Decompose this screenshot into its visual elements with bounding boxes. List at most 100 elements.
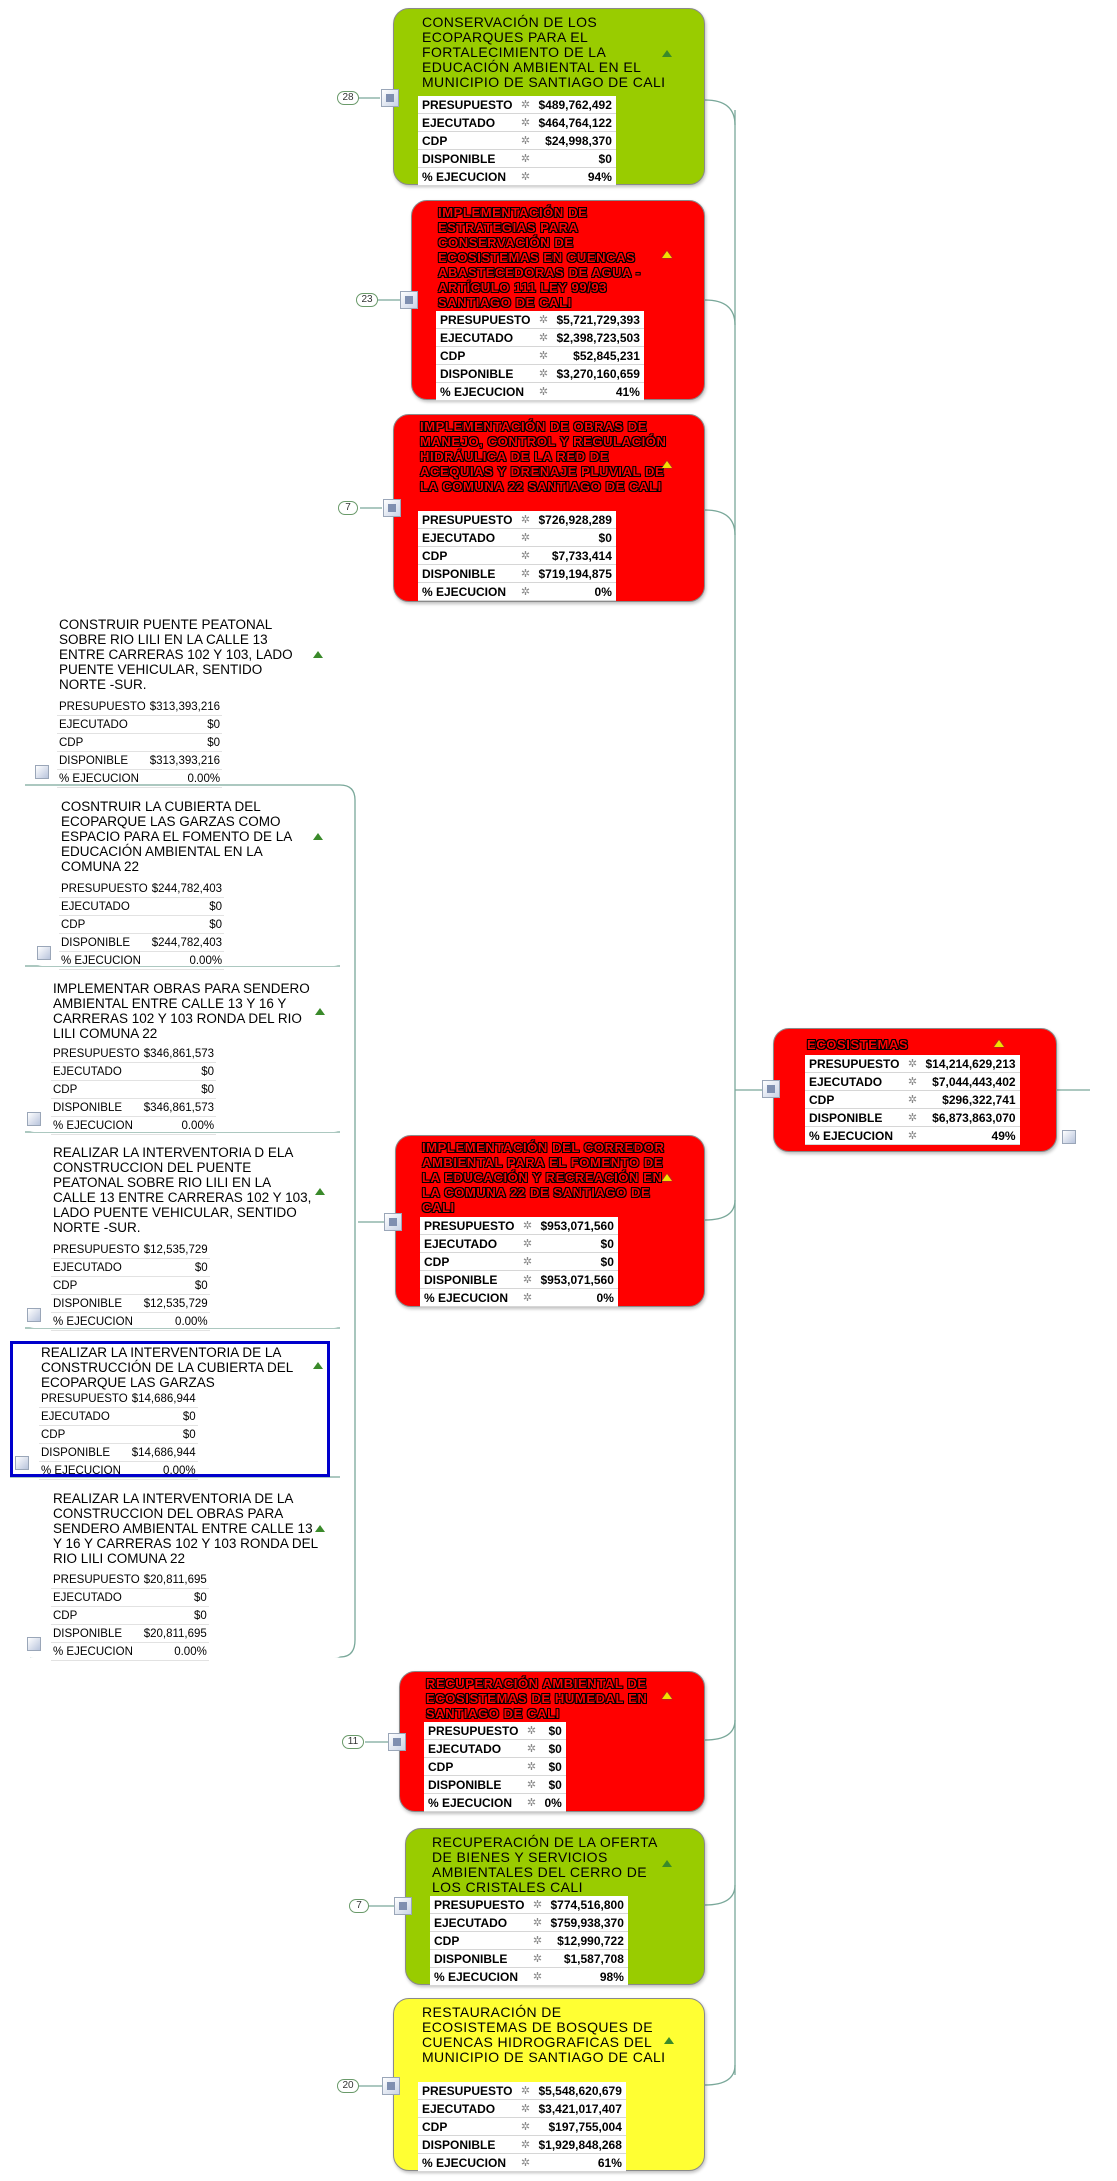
- expand-icon[interactable]: [383, 499, 401, 517]
- subnode-budget-table: PRESUPUESTO$244,782,403 EJECUTADO$0 CDP$…: [59, 880, 225, 970]
- table-row: EJECUTADO✲$3,421,017,407: [418, 2099, 626, 2118]
- subnode-cubierta-ecoparque[interactable]: Cosntruir la cubierta del ecoparque las …: [30, 794, 346, 970]
- subnode-interventoria-sendero[interactable]: Realizar la interventoria de la construc…: [22, 1488, 346, 1661]
- gear-icon: ✲: [518, 1270, 537, 1289]
- collapse-toggle-icon[interactable]: [315, 1525, 325, 1532]
- expand-icon[interactable]: [35, 765, 49, 779]
- expand-icon[interactable]: [15, 1456, 29, 1470]
- node-budget-table: PRESUPUESTO✲$5,721,729,393 EJECUTADO✲$2,…: [436, 311, 644, 401]
- table-row: EJECUTADO✲$0: [418, 528, 616, 547]
- subnode-title: Implementar obras para sendero ambiental…: [53, 981, 310, 1041]
- root-node-title: ECOSISTEMAS: [807, 1037, 909, 1052]
- gear-icon: ✲: [516, 564, 535, 583]
- gear-icon: ✲: [528, 1896, 547, 1914]
- expand-icon[interactable]: [27, 1112, 41, 1126]
- table-row: PRESUPUESTO$313,393,216: [57, 698, 223, 716]
- node-estrategias-cuencas[interactable]: Implementación de estrategias para conse…: [411, 200, 705, 401]
- subnode-sendero-ambiental[interactable]: Implementar obras para sendero ambiental…: [22, 976, 346, 1135]
- table-row: CDP✲$197,755,004: [418, 2117, 626, 2136]
- expand-icon[interactable]: [394, 1897, 412, 1915]
- subnode-interventoria-puente[interactable]: Realizar la interventoria d ela construc…: [22, 1140, 346, 1331]
- node-restauracion-bosques[interactable]: Restauración de ecosistemas de bosques d…: [393, 1998, 705, 2172]
- expand-icon[interactable]: [400, 291, 418, 309]
- table-row: DISPONIBLE✲$0: [424, 1775, 566, 1794]
- gear-icon: ✲: [522, 1775, 541, 1794]
- table-row: EJECUTADO$0: [51, 1258, 210, 1277]
- table-row: CDP✲$24,998,370: [418, 131, 616, 150]
- table-row: PRESUPUESTO✲$953,071,560: [420, 1217, 618, 1235]
- expand-icon[interactable]: [384, 1213, 402, 1231]
- table-row: DISPONIBLE✲$6,873,863,070: [805, 1108, 1020, 1127]
- node-budget-table: PRESUPUESTO✲$726,928,289 EJECUTADO✲$0 CD…: [418, 511, 616, 601]
- root-expand-icon[interactable]: [762, 1080, 780, 1098]
- collapse-toggle-icon[interactable]: [662, 50, 672, 57]
- gear-icon: ✲: [516, 2099, 535, 2118]
- subnode-interventoria-cubierta[interactable]: Realizar la interventoria de la construc…: [10, 1341, 330, 1480]
- table-row: PRESUPUESTO$346,861,573: [51, 1045, 217, 1063]
- collapse-toggle-icon[interactable]: [662, 1860, 672, 1867]
- collapse-toggle-icon[interactable]: [313, 651, 323, 658]
- table-row: PRESUPUESTO✲$5,721,729,393: [436, 311, 644, 329]
- table-row: DISPONIBLE$346,861,573: [51, 1098, 217, 1117]
- node-budget-table: PRESUPUESTO✲$953,071,560 EJECUTADO✲$0 CD…: [420, 1217, 618, 1307]
- subnode-title: Cosntruir la cubierta del ecoparque las …: [61, 799, 292, 874]
- subnode-puente-peatonal[interactable]: Construir puente peatonal sobre rio Lili…: [28, 612, 346, 788]
- attachment-icon[interactable]: [1062, 1130, 1076, 1144]
- table-row: PRESUPUESTO✲$774,516,800: [430, 1896, 628, 1914]
- collapse-toggle-icon[interactable]: [662, 1692, 672, 1699]
- expand-icon[interactable]: [37, 946, 51, 960]
- child-count-badge: 7: [338, 501, 358, 515]
- table-row: CDP$0: [51, 1080, 217, 1099]
- table-row: % EJECUCION✲0%: [424, 1793, 566, 1812]
- gear-icon: ✲: [522, 1722, 541, 1740]
- node-cerro-cristales[interactable]: Recuperación de la oferta de bienes y se…: [405, 1828, 705, 1986]
- table-row: CDP$0: [39, 1425, 198, 1444]
- expand-icon[interactable]: [388, 1733, 406, 1751]
- table-row: DISPONIBLE$14,686,944: [39, 1443, 198, 1462]
- collapse-toggle-icon[interactable]: [662, 251, 672, 258]
- gear-icon: ✲: [516, 113, 535, 132]
- gear-icon: ✲: [518, 1288, 537, 1307]
- gear-icon: ✲: [516, 511, 535, 529]
- gear-icon: ✲: [516, 96, 535, 114]
- node-title: Implementación de obras de manejo, contr…: [420, 419, 667, 494]
- gear-icon: ✲: [516, 582, 535, 601]
- table-row: PRESUPUESTO✲$5,548,620,679: [418, 2082, 626, 2100]
- gear-icon: ✲: [534, 328, 553, 347]
- node-humedal[interactable]: Recuperación ambiental de ecosistemas de…: [399, 1671, 705, 1812]
- collapse-toggle-icon[interactable]: [994, 1040, 1004, 1047]
- table-row: EJECUTADO$0: [59, 897, 225, 916]
- node-title: Conservación de los ecoparques para el f…: [422, 14, 666, 90]
- subnode-title: Construir puente peatonal sobre rio Lili…: [59, 617, 293, 692]
- table-row: EJECUTADO✲$464,764,122: [418, 113, 616, 132]
- node-conservacion-ecoparques[interactable]: Conservación de los ecoparques para el f…: [393, 8, 705, 186]
- collapse-toggle-icon[interactable]: [313, 1362, 323, 1369]
- subnode-title: Realizar la interventoria de la construc…: [41, 1345, 293, 1390]
- collapse-toggle-icon[interactable]: [662, 1174, 672, 1181]
- child-count-badge: 11: [342, 1735, 364, 1749]
- collapse-toggle-icon[interactable]: [315, 1008, 325, 1015]
- collapse-toggle-icon[interactable]: [313, 833, 323, 840]
- table-row: DISPONIBLE✲$719,194,875: [418, 564, 616, 583]
- gear-icon: ✲: [516, 131, 535, 150]
- collapse-toggle-icon[interactable]: [664, 2037, 674, 2044]
- gear-icon: ✲: [518, 1252, 537, 1271]
- table-row: PRESUPUESTO✲$0: [424, 1722, 566, 1740]
- expand-icon[interactable]: [27, 1637, 41, 1651]
- gear-icon: ✲: [516, 2082, 535, 2100]
- expand-icon[interactable]: [382, 2077, 400, 2095]
- expand-icon[interactable]: [27, 1308, 41, 1322]
- root-node-ecosistemas[interactable]: ECOSISTEMAS PRESUPUESTO✲$14,214,629,213 …: [773, 1028, 1057, 1152]
- table-row: EJECUTADO✲$2,398,723,503: [436, 328, 644, 347]
- table-row: EJECUTADO✲$759,938,370: [430, 1913, 628, 1932]
- expand-icon[interactable]: [381, 89, 399, 107]
- gear-icon: ✲: [903, 1108, 922, 1127]
- node-corredor-ambiental[interactable]: Implementación del corredor ambiental pa…: [395, 1135, 705, 1307]
- node-obras-acequias[interactable]: Implementación de obras de manejo, contr…: [393, 414, 705, 602]
- table-row: CDP$0: [57, 733, 223, 752]
- collapse-toggle-icon[interactable]: [662, 461, 672, 468]
- collapse-toggle-icon[interactable]: [315, 1188, 325, 1195]
- node-title: Implementación del corredor ambiental pa…: [422, 1140, 665, 1215]
